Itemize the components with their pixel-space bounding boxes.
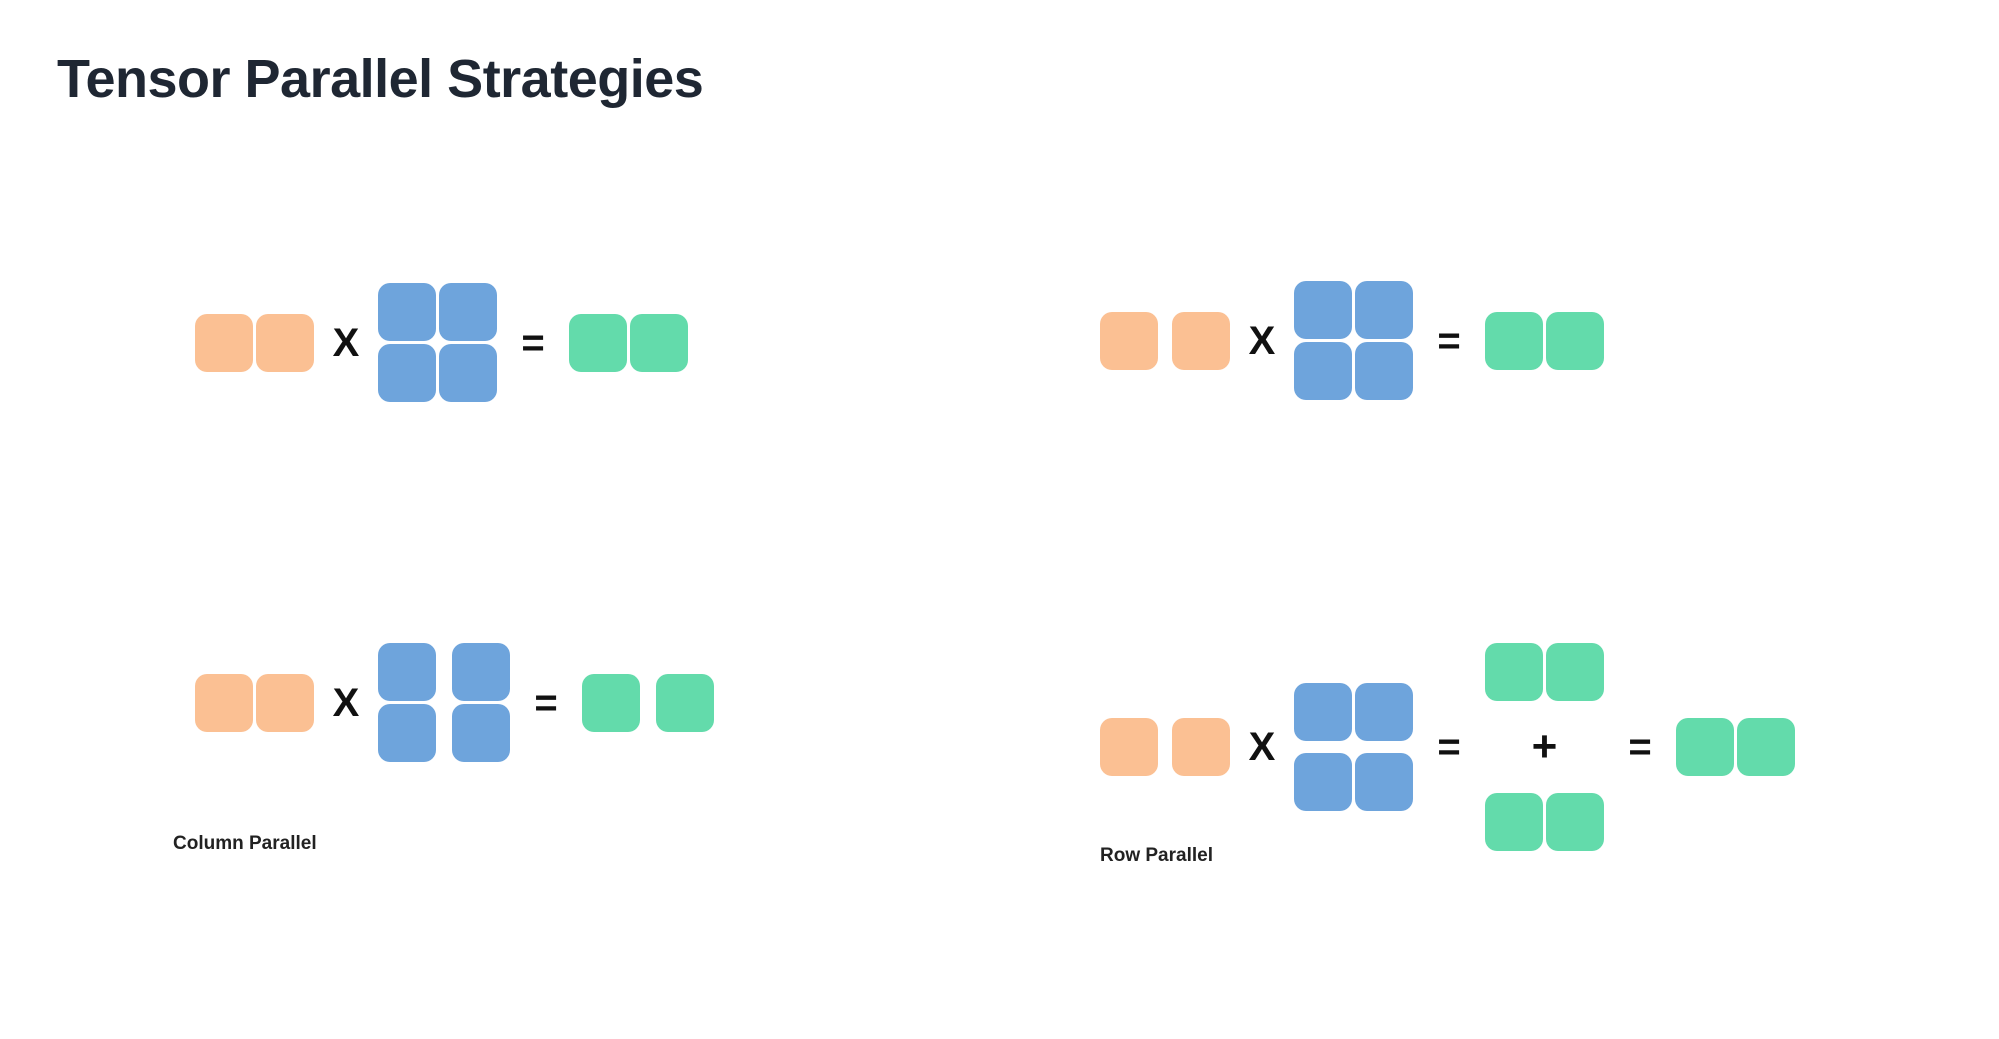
output-matrix-column-sharded	[582, 673, 714, 732]
activation-cell	[195, 673, 253, 732]
partial-output-cell	[1485, 643, 1543, 701]
matrix-row	[1485, 311, 1604, 370]
weight-cell	[378, 704, 436, 762]
output-cell	[656, 673, 714, 732]
weight-cell	[1294, 753, 1352, 811]
matrix-row	[1485, 793, 1604, 851]
output-cell	[1546, 311, 1604, 370]
caption-row-parallel: Row Parallel	[1100, 845, 1213, 866]
equals-operator: =	[1437, 318, 1461, 363]
multiply-operator: X	[332, 680, 360, 725]
diagram-row-parallel-unsharded: X =	[1100, 281, 1604, 400]
partial-outputs-stack: +	[1485, 643, 1604, 851]
weight-cell	[439, 283, 497, 341]
caption-column-parallel: Column Parallel	[173, 833, 317, 854]
weight-cell	[1355, 281, 1413, 339]
matrix-row	[582, 673, 714, 732]
activation-cell	[256, 673, 314, 732]
weight-cell	[1294, 342, 1352, 400]
weight-cell	[1355, 753, 1413, 811]
diagram-row-parallel-sharded: X = +	[1100, 643, 1795, 851]
activation-cell	[256, 313, 314, 372]
partial-output-cell	[1485, 793, 1543, 851]
output-matrix	[1676, 718, 1795, 776]
output-matrix	[1485, 311, 1604, 370]
matrix-row	[378, 704, 510, 762]
multiply-operator: X	[332, 320, 360, 365]
matrix-row	[1294, 683, 1413, 741]
weight-cell	[1294, 281, 1352, 339]
output-matrix	[569, 313, 688, 372]
diagram-column-parallel-unsharded: X =	[195, 283, 688, 402]
matrix-row	[1485, 643, 1604, 701]
output-cell	[569, 313, 627, 372]
partial-output-matrix	[1485, 643, 1604, 701]
weight-matrix-column-sharded	[378, 643, 510, 762]
matrix-row	[1294, 281, 1413, 339]
multiply-operator: X	[1248, 725, 1276, 769]
matrix-row	[378, 283, 497, 341]
output-cell	[1676, 718, 1734, 776]
output-cell	[630, 313, 688, 372]
page-title: Tensor Parallel Strategies	[57, 49, 704, 109]
activation-cell	[195, 313, 253, 372]
matrix-row	[1294, 342, 1413, 400]
matrix-row	[378, 344, 497, 402]
input-activations-matrix	[195, 313, 314, 372]
weight-cell	[452, 643, 510, 701]
partial-output-cell	[1546, 643, 1604, 701]
weight-matrix	[1294, 281, 1413, 400]
weight-cell	[452, 704, 510, 762]
matrix-row	[378, 643, 510, 701]
weight-cell	[439, 344, 497, 402]
equals-operator: =	[1628, 725, 1652, 769]
plus-operator: +	[1531, 722, 1558, 771]
activation-cell	[1172, 311, 1230, 370]
weight-cell	[378, 344, 436, 402]
equals-operator: =	[1437, 725, 1461, 769]
partial-output-cell	[1546, 793, 1604, 851]
matrix-row	[1676, 718, 1795, 776]
matrix-row	[1100, 718, 1230, 776]
equals-operator: =	[521, 320, 545, 365]
output-cell	[1485, 311, 1543, 370]
matrix-row	[569, 313, 688, 372]
weight-matrix	[378, 283, 497, 402]
output-cell	[582, 673, 640, 732]
weight-cell	[1355, 683, 1413, 741]
output-cell	[1737, 718, 1795, 776]
matrix-row	[195, 313, 314, 372]
equals-operator: =	[534, 680, 558, 725]
weight-cell	[378, 283, 436, 341]
diagram-column-parallel-sharded: X =	[195, 643, 714, 762]
activation-cell	[1100, 311, 1158, 370]
matrix-row	[1100, 311, 1230, 370]
multiply-operator: X	[1248, 318, 1276, 363]
matrix-row	[1294, 753, 1413, 811]
weight-matrix-row-sharded	[1294, 683, 1413, 811]
input-activations-matrix	[195, 673, 314, 732]
activation-cell	[1172, 718, 1230, 776]
input-activations-matrix	[1100, 311, 1230, 370]
matrix-row	[195, 673, 314, 732]
input-activations-matrix	[1100, 718, 1230, 776]
partial-output-matrix	[1485, 793, 1604, 851]
activation-cell	[1100, 718, 1158, 776]
weight-cell	[1355, 342, 1413, 400]
weight-cell	[378, 643, 436, 701]
weight-cell	[1294, 683, 1352, 741]
